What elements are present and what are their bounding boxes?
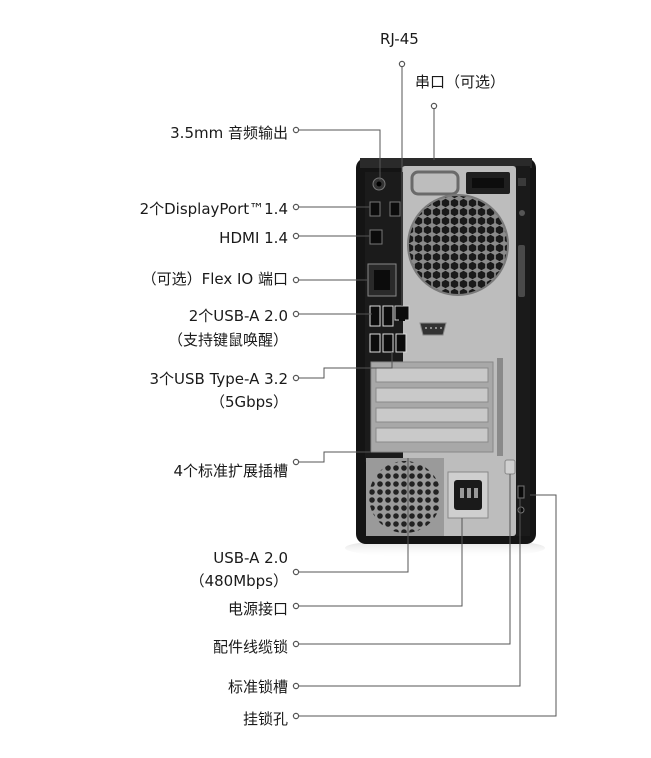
usb20-top-label: 2个USB-A 2.0 [188,307,288,325]
hdmi-port [369,229,383,245]
audio-out-label: 3.5mm 音频输出 [170,124,288,142]
padlock-hole [517,506,525,514]
displayport-ports [369,201,401,217]
rj45-port [394,305,410,321]
expansion-slots [370,358,503,456]
hdmi-label: HDMI 1.4 [219,229,288,247]
usb32-sublabel: （5Gbps） [209,393,288,411]
usb20-bottom-label: USB-A 2.0 [213,549,288,567]
flexio-port [367,263,397,297]
serial-connector [419,322,447,336]
usb20-bottom-sublabel: （480Mbps） [189,572,288,590]
displayport-label: 2个DisplayPort™1.4 [139,200,288,218]
serial-port-label: 串口（可选） [415,73,506,91]
top-fan [407,194,509,296]
usb20-ports-top [369,305,394,327]
cable-lock-anchor [504,459,516,475]
rj45-label: RJ-45 [380,30,419,48]
top-handle [410,170,460,196]
callout-dots [292,60,438,720]
usb32-ports [369,333,407,353]
cable-lock-label: 配件线缆锁 [212,638,288,656]
padlock-hole-label: 挂锁孔 [242,710,288,728]
psu-fan [366,458,444,536]
audio-jack [372,177,386,191]
usb20-top-sublabel: （支持键鼠唤醒） [167,331,288,349]
callout-lines [296,64,557,717]
power-port [447,471,489,519]
power-port-label: 电源接口 [227,600,288,618]
lock-slot-label: 标准锁槽 [227,678,288,696]
expansion-slots-label: 4个标准扩展插槽 [173,462,288,480]
usb32-label: 3个USB Type-A 3.2 [149,370,288,388]
flexio-label: （可选）Flex IO 端口 [141,270,288,288]
lock-slot [517,485,525,499]
